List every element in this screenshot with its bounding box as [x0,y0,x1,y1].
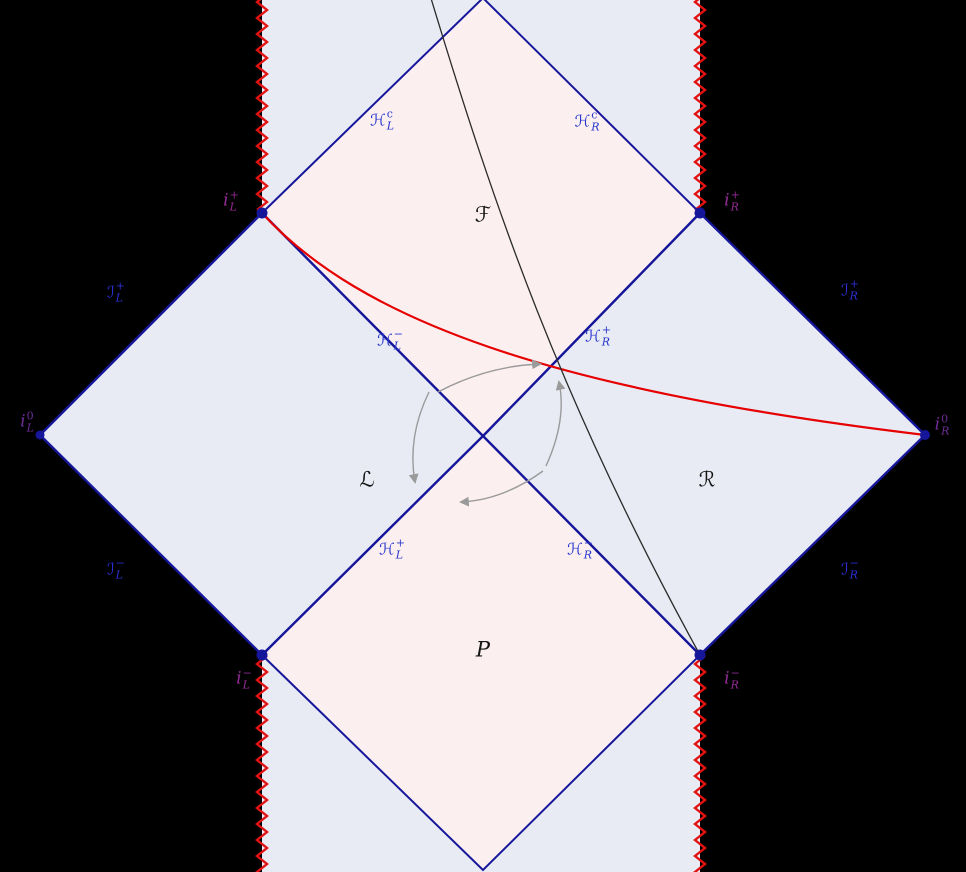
point-i-minus-L [256,649,268,661]
point-i-minus-R [694,649,706,661]
killing-flow-arrow-right [545,380,566,467]
killing-flow-arrow-left [408,391,430,484]
singularity-zigzag-bottom-left [255,655,269,872]
observer-worldline [430,0,701,656]
point-i-plus-R [694,207,706,219]
singularity-zigzag-top-right [693,0,707,211]
point-i-zero-R [920,430,930,440]
singularity-zigzag-bottom-right [693,655,707,872]
region-F-fill [262,0,700,436]
killing-flow-arrow-top [437,359,542,393]
point-i-zero-L [35,430,45,440]
red-trajectory-curve [261,212,926,437]
singularity-zigzag-top-left [255,0,269,211]
point-i-plus-L [256,207,268,219]
killing-flow-arrow-bottom [459,470,544,507]
